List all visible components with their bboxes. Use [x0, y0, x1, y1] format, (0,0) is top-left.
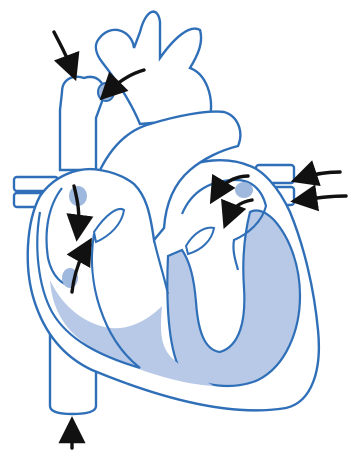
pulmonary-vein-valve-cusp	[235, 182, 253, 198]
aortic-valve-cusp	[98, 83, 114, 101]
arrow-superior-vena-cava-inflow-icon	[54, 32, 72, 70]
aortic-branches	[96, 12, 211, 124]
arrow-pulmonary-vein-lower-inflow-icon	[302, 196, 346, 200]
arrow-pulmonary-vein-upper-inflow-icon	[302, 172, 340, 178]
